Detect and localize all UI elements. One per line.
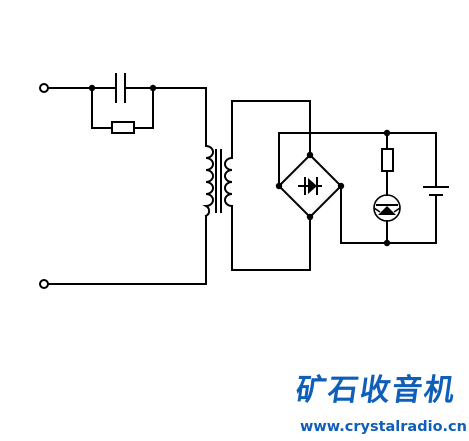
transformer: [202, 87, 234, 218]
resistor-led: [381, 148, 394, 172]
input-terminal-top: [39, 83, 49, 93]
watermark-title: 矿石收音机: [293, 373, 459, 408]
transformer-secondary-coil: [224, 156, 234, 208]
transformer-primary-coil: [202, 144, 214, 218]
watermark-url: www.crystalradio.cn: [300, 419, 467, 435]
led-indicator-branch: [373, 132, 401, 244]
battery: [423, 132, 449, 244]
input-rc-network: [47, 73, 207, 134]
bridge-rectifier: [275, 151, 345, 221]
input-terminal-bottom: [39, 279, 49, 289]
resistor-input: [111, 121, 135, 134]
